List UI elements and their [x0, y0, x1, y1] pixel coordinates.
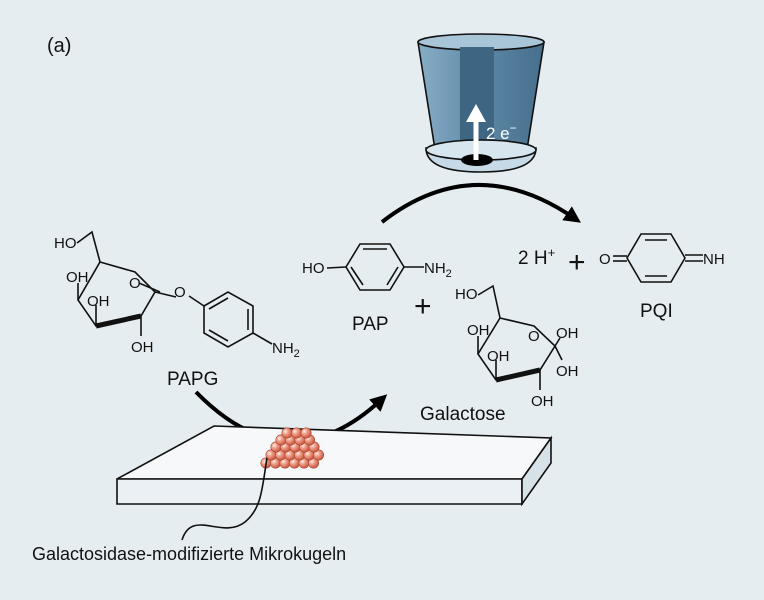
atom-ho-papg: HO	[54, 235, 77, 252]
atom-oh-3-papg: OH	[131, 339, 154, 356]
panel-label: (a)	[47, 35, 71, 57]
oxidation-arrow	[380, 183, 581, 224]
atom-nh2-pap: NH2	[424, 260, 452, 280]
pqi-structure: O NH	[599, 233, 725, 283]
microspheres-label: Galactosidase-modifizierte Mikrokugeln	[32, 544, 346, 564]
atom-nh2-papg: NH2	[272, 340, 300, 360]
atom-oh-1-gal: OH	[467, 322, 490, 339]
microsphere-bead	[290, 427, 302, 439]
atom-oh-1-papg: OH	[66, 269, 89, 286]
atom-oh-2-papg: OH	[87, 293, 110, 310]
electrons-label: 2 e−	[486, 121, 517, 143]
atom-oh-2-gal: OH	[487, 348, 510, 365]
atom-ho-pap: HO	[302, 260, 325, 277]
microsphere-bead	[300, 427, 312, 439]
microsphere-bead	[281, 427, 293, 439]
protons-label: 2 H+	[518, 245, 555, 269]
atom-nh-pqi: NH	[703, 251, 725, 268]
label-pap: PAP	[352, 314, 389, 335]
plus-sign-1: +	[414, 290, 432, 323]
plus-sign-2: +	[568, 246, 586, 279]
atom-o-pqi: O	[599, 251, 611, 268]
electron-arrow	[466, 104, 486, 160]
label-pqi: PQI	[640, 301, 673, 322]
atom-oh-3-gal: OH	[531, 393, 554, 410]
pap-structure: HO NH2	[302, 243, 452, 291]
atom-o-ring-gal: O	[528, 328, 540, 345]
papg-structure: HO O OH OH OH O NH2	[54, 230, 300, 360]
atom-oh-5-gal: OH	[556, 363, 579, 380]
electrode	[417, 33, 545, 173]
microsphere-cluster	[260, 427, 324, 469]
atom-o-link-papg: O	[174, 284, 186, 301]
label-galactose: Galactose	[420, 404, 506, 425]
microsphere-pointer-line	[181, 457, 268, 541]
label-papg: PAPG	[167, 369, 218, 390]
atom-oh-4-gal: OH	[556, 325, 579, 342]
galactose-structure: HO O OH OH OH OH OH	[455, 284, 579, 410]
substrate-slab	[116, 425, 553, 507]
atom-ho-gal: HO	[455, 286, 478, 303]
atom-o-ring-papg: O	[129, 275, 141, 292]
